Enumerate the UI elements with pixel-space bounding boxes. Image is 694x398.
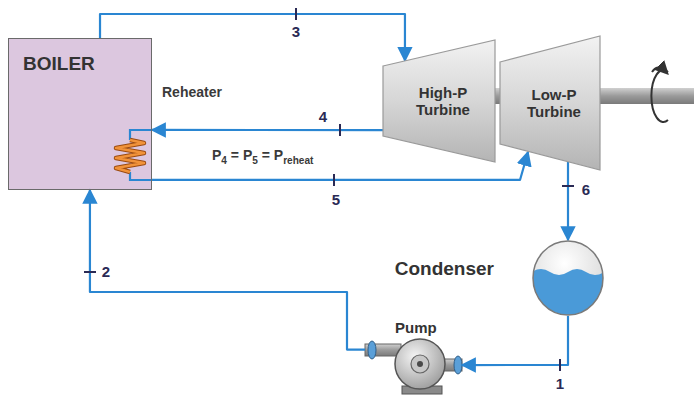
state-tick (562, 185, 574, 187)
turbine-shape: High-P Turbine (383, 40, 495, 162)
boiler-fill (8, 38, 152, 190)
label-holder: Condenser (395, 258, 494, 280)
node-label: Condenser (395, 258, 494, 280)
pump-inlet-flange (454, 356, 462, 374)
label-holder: Reheater (162, 84, 222, 100)
state-tick (333, 174, 335, 186)
callout-number: 1 (554, 375, 566, 392)
turbine-body (383, 40, 495, 162)
subscript: 5 (252, 155, 258, 166)
label-holder: Pump (395, 319, 437, 336)
reheater-lead (130, 172, 152, 180)
state-tick (295, 8, 297, 20)
pipe-connector (152, 129, 383, 131)
condenser-vessel: Condenser (532, 240, 604, 316)
label-holder: 5 (330, 191, 342, 208)
callout-number: 5 (330, 191, 342, 208)
state-tick (339, 124, 341, 136)
callout-number: 3 (290, 23, 302, 40)
pump-box: Pump (365, 338, 465, 396)
pump-axle (417, 361, 423, 367)
boiler-box: BOILER (8, 38, 152, 190)
node-label: High-P Turbine (406, 84, 480, 119)
reheater-coil (116, 140, 144, 172)
part-label: Reheater (162, 84, 222, 100)
label-holder: 4 (317, 108, 329, 125)
pipe-connector (90, 190, 365, 350)
callout-number: 2 (100, 263, 112, 280)
condenser-rim (533, 241, 603, 315)
node-label: Low-P Turbine (518, 86, 590, 121)
rotation-arrow (651, 70, 668, 122)
node-label: BOILER (23, 53, 95, 75)
callout-number: 4 (317, 108, 329, 125)
node-label: Pump (395, 319, 437, 336)
pump-casing (395, 339, 445, 389)
pump-hub (411, 355, 429, 373)
rotation-arrowhead (652, 67, 664, 72)
state-tick (84, 271, 96, 273)
label-holder: P4 = P5 = Preheat (212, 147, 313, 166)
turbine-shape: Low-P Turbine (500, 36, 600, 170)
condenser-outline (532, 240, 604, 316)
reheater-coil-shadow (116, 140, 144, 172)
label-holder: 6 (580, 181, 592, 198)
label-holder: 1 (554, 375, 566, 392)
callout-number: 6 (580, 181, 592, 198)
turbine-body (500, 36, 600, 170)
equation-label: P4 = P5 = Preheat (212, 147, 313, 166)
subscript: 4 (221, 155, 227, 166)
label-holder: 2 (100, 263, 112, 280)
state-tick (559, 359, 561, 371)
pipe-connector (462, 316, 568, 365)
condensate-water (532, 269, 604, 320)
pipe-connector (567, 162, 569, 240)
subscript: reheat (283, 155, 313, 166)
pump-outlet-flange (368, 341, 376, 359)
label-holder: 3 (290, 23, 302, 40)
